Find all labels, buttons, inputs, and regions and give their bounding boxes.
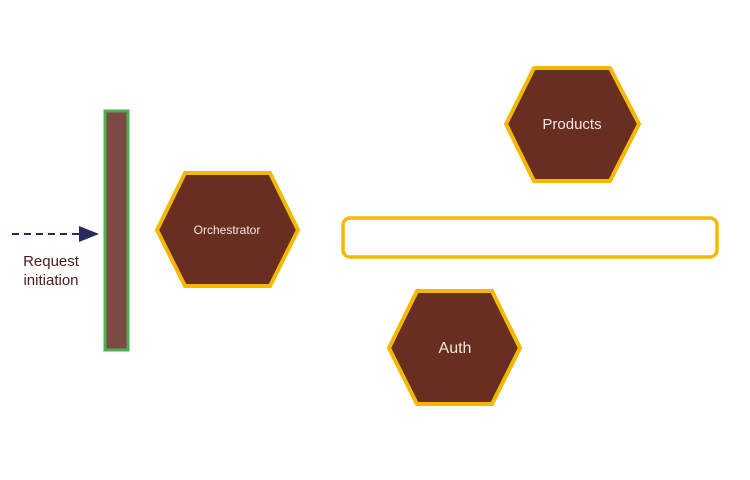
products-label: Products — [542, 116, 601, 133]
message-bus — [341, 216, 719, 259]
request-label-line2: initiation — [23, 272, 78, 289]
gateway-bar — [103, 109, 130, 352]
auth-label: Auth — [439, 340, 472, 357]
products-node: Products — [503, 66, 642, 183]
orchestrator-node: Orchestrator — [154, 171, 301, 288]
auth-node: Auth — [386, 289, 523, 406]
request-label-line1: Request — [23, 253, 80, 270]
orchestrator-label: Orchestrator — [194, 223, 261, 237]
